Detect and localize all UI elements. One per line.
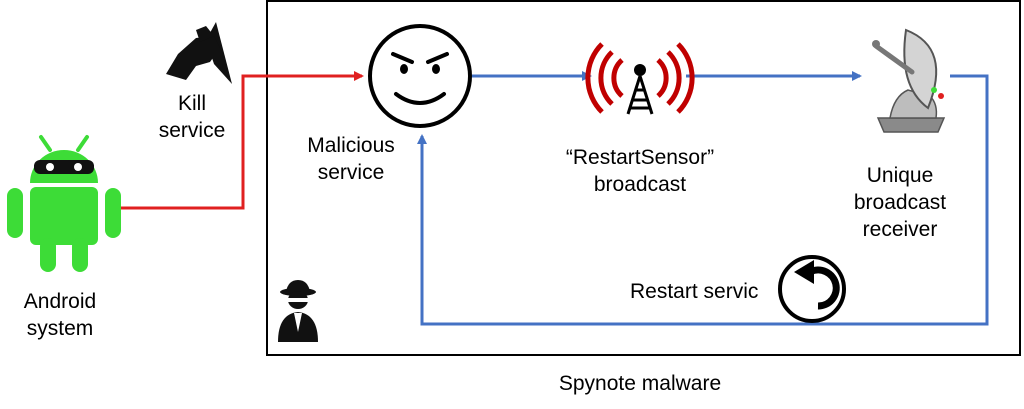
knife-hand-icon [166,22,232,84]
kill-arrow [118,71,364,210]
restart-service-label: Restart servic [630,280,759,303]
restartsensor-broadcast-label: “RestartSensor” broadcast [565,146,715,196]
restart-arrow-icon [778,255,846,323]
malware-frame [266,0,1021,356]
kill-service-label: Kill service [158,92,226,142]
satellite-dish-icon [872,28,946,133]
spynote-malware-caption: Spynote malware [558,372,722,395]
broadcast-antenna-icon [585,42,695,115]
flow-arrow-restart-loop [417,74,989,326]
android-system-label: Android system [23,290,97,340]
malicious-service-label: Malicious service [307,134,395,184]
evil-smiley-icon [368,24,472,128]
unique-broadcast-receiver-label: Unique broadcast receiver [853,164,947,241]
android-robot-icon [7,135,121,272]
spy-agent-icon [278,280,318,342]
